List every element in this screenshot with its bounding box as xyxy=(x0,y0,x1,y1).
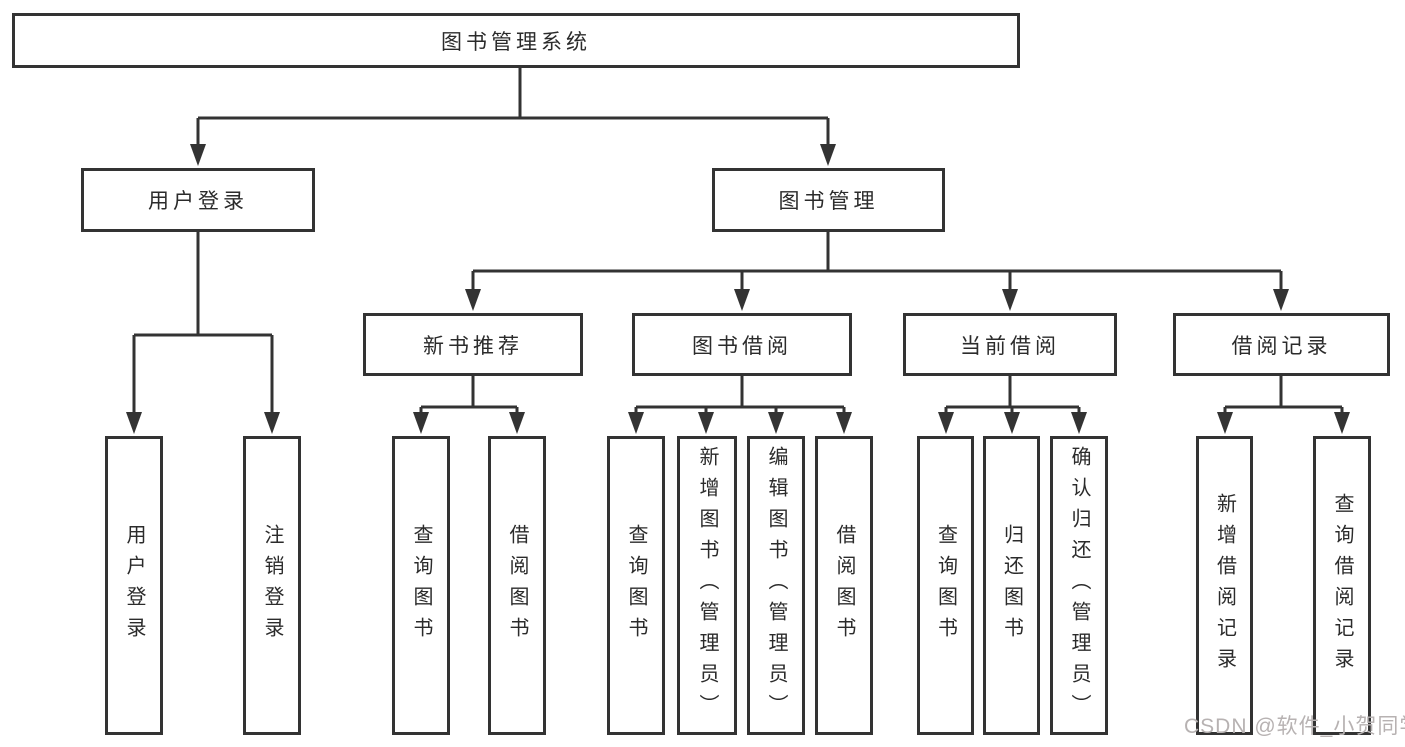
leaf-label: 借阅图书 xyxy=(506,523,528,648)
leaf-label: 新增图书（管理员） xyxy=(696,446,718,725)
arrowhead xyxy=(1334,412,1350,434)
arrowhead xyxy=(768,412,784,434)
leaf-label: 归还图书 xyxy=(1000,523,1023,648)
leaf-logout: 注销登录 xyxy=(243,436,301,735)
leaf-br-add-record: 新增借阅记录 xyxy=(1196,436,1253,735)
leaf-label: 查询借阅记录 xyxy=(1331,492,1353,679)
leaf-label: 查询图书 xyxy=(410,523,432,648)
leaf-label: 借阅图书 xyxy=(833,523,855,648)
borrow-record-group-connector xyxy=(1225,376,1342,409)
arrowhead xyxy=(1002,289,1018,311)
arrowhead xyxy=(190,144,206,166)
node-label: 图书借阅 xyxy=(692,334,792,358)
leaf-bb-add-books-admin: 新增图书（管理员） xyxy=(677,436,737,735)
csdn-watermark: CSDN @软件_小贺同学 xyxy=(1184,715,1405,738)
arrowhead xyxy=(1004,412,1020,434)
arrowhead xyxy=(1217,412,1233,434)
node-label: 借阅记录 xyxy=(1231,334,1332,358)
trunk-lines xyxy=(132,68,1344,414)
arrowhead xyxy=(1071,412,1087,434)
arrowhead xyxy=(413,412,429,434)
leaf-label: 查询图书 xyxy=(625,523,647,648)
node-label: 当前借阅 xyxy=(960,334,1060,358)
leaf-label: 新增借阅记录 xyxy=(1213,492,1236,679)
leaf-cb-query-books: 查询图书 xyxy=(917,436,974,735)
level3-connector xyxy=(473,232,1281,273)
arrowhead xyxy=(820,144,836,166)
node-book-management: 图书管理 xyxy=(712,168,945,232)
leaf-label: 用户登录 xyxy=(123,523,145,648)
leaf-bb-query-books: 查询图书 xyxy=(607,436,665,735)
arrowhead xyxy=(509,412,525,434)
leaf-label: 确认归还（管理员） xyxy=(1068,446,1090,725)
node-book-borrowing: 图书借阅 xyxy=(632,313,852,376)
node-user-login: 用户登录 xyxy=(81,168,315,232)
arrowhead xyxy=(698,412,714,434)
arrowhead xyxy=(126,412,142,434)
arrowhead xyxy=(836,412,852,434)
node-library-management-system: 图书管理系统 xyxy=(12,13,1020,68)
arrowhead xyxy=(628,412,644,434)
book-borrow-group-connector xyxy=(636,376,844,409)
leaf-label: 注销登录 xyxy=(261,523,283,648)
arrowhead xyxy=(938,412,954,434)
node-label: 图书管理 xyxy=(778,190,879,213)
level2-connector xyxy=(198,68,828,120)
new-book-group-connector xyxy=(421,376,517,409)
user-login-group-connector xyxy=(134,232,272,337)
leaf-br-query-record: 查询借阅记录 xyxy=(1313,436,1371,735)
leaf-nb-borrow-books: 借阅图书 xyxy=(488,436,546,735)
leaf-bb-edit-books-admin: 编辑图书（管理员） xyxy=(747,436,805,735)
leaf-cb-return-books: 归还图书 xyxy=(983,436,1040,735)
arrowhead xyxy=(1273,289,1289,311)
arrow-stems xyxy=(132,118,1344,414)
arrowhead xyxy=(465,289,481,311)
arrowhead xyxy=(264,412,280,434)
leaf-cb-confirm-return-admin: 确认归还（管理员） xyxy=(1050,436,1108,735)
leaf-nb-query-books: 查询图书 xyxy=(392,436,450,735)
node-borrowing-records: 借阅记录 xyxy=(1173,313,1390,376)
leaf-label: 查询图书 xyxy=(934,523,957,648)
current-borrow-group-connector xyxy=(946,376,1079,409)
arrow-heads xyxy=(126,144,1350,434)
leaf-user-login: 用户登录 xyxy=(105,436,163,735)
node-current-borrowing: 当前借阅 xyxy=(903,313,1117,376)
arrowhead xyxy=(734,289,750,311)
node-label: 图书管理系统 xyxy=(441,30,591,54)
leaf-label: 编辑图书（管理员） xyxy=(765,446,787,725)
node-label: 新书推荐 xyxy=(423,334,523,358)
node-label: 用户登录 xyxy=(148,190,248,213)
leaf-bb-borrow-books: 借阅图书 xyxy=(815,436,873,735)
node-new-book-recommend: 新书推荐 xyxy=(363,313,583,376)
